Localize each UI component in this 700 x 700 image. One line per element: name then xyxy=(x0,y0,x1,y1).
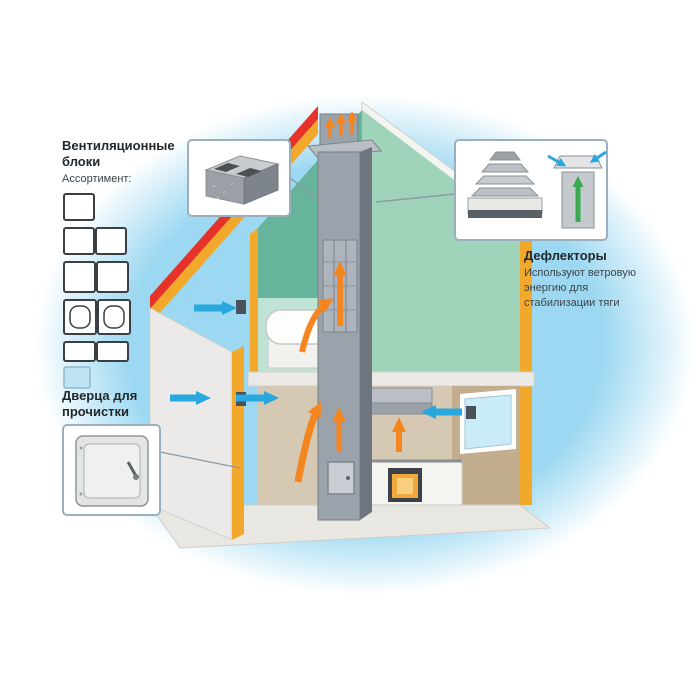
block-callout-line xyxy=(289,177,321,201)
cleanout-door-title: Дверца для прочистки xyxy=(62,388,138,420)
callout-lines xyxy=(159,177,456,469)
left-wall-insulation-cut xyxy=(232,346,244,540)
interfloor-slab xyxy=(247,371,535,387)
kitchen-counter xyxy=(365,459,463,506)
deflectors-title: Дефлекторы xyxy=(524,248,607,263)
vent-block-icon-3 xyxy=(63,261,129,293)
vent-block-photo xyxy=(204,155,280,205)
vent-block-icon-4 xyxy=(63,299,131,335)
vent-block-icon-1 xyxy=(63,193,95,221)
vent-block-inset xyxy=(187,139,291,217)
vent-blocks-title: Вентиляционные блоки xyxy=(62,138,175,170)
ventilation-stack xyxy=(307,113,382,521)
window-wall-vent xyxy=(466,406,476,419)
stack-shaft xyxy=(317,151,361,521)
cooker-hood xyxy=(361,387,433,415)
cleanout-door-inset xyxy=(62,424,161,516)
deflector-diagram xyxy=(547,150,607,229)
attic-left-insulation xyxy=(250,228,258,376)
vent-block-assortment xyxy=(63,193,131,389)
vent-block-icon-5 xyxy=(63,341,129,362)
attic-wall-vent xyxy=(236,300,246,314)
window-glass xyxy=(464,394,512,450)
airflow-arrows xyxy=(170,111,462,483)
deflectors-description: Используют ветровую энергию для стабилиз… xyxy=(524,267,637,309)
stack-side-face xyxy=(360,147,372,520)
kitchen-exhaust-arrow xyxy=(294,401,322,483)
right-wall-insulation xyxy=(520,230,532,505)
deflector-wind-arrow-right xyxy=(589,150,607,163)
door-callout-line xyxy=(159,451,241,469)
bathroom-exhaust-arrow xyxy=(299,298,334,353)
deflector-photo xyxy=(467,151,543,218)
vent-block-icon-2 xyxy=(63,227,127,255)
vent-blocks-subtitle: Ассортимент: xyxy=(62,173,132,185)
vent-block-icon-6 xyxy=(63,366,91,389)
deflector-inset xyxy=(454,139,608,241)
stack-cleanout-door xyxy=(327,461,355,495)
deflector-wind-arrow-left xyxy=(547,154,567,167)
attic-gable-wall xyxy=(362,110,520,372)
deflector-callout-line xyxy=(375,193,456,203)
cleanout-door-photo xyxy=(75,435,149,507)
